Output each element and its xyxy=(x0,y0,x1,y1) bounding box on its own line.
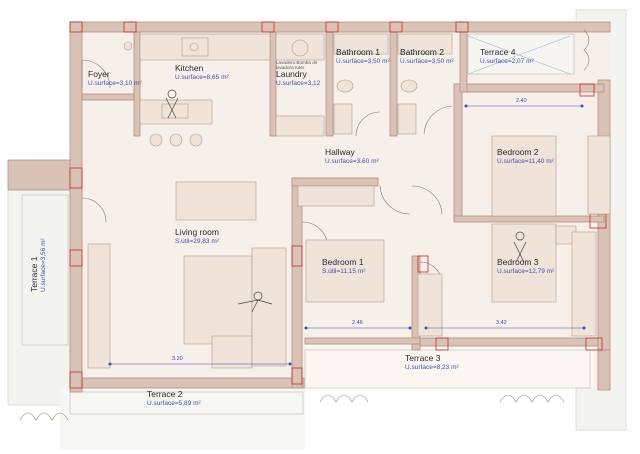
room-label-terrace2: Terrace 2 U.surface=5,89 m² xyxy=(147,389,201,407)
room-name: Foyer xyxy=(88,69,110,79)
room-area: U.surface=12,79 m² xyxy=(497,267,555,275)
room-name: Terrace 1 xyxy=(29,256,39,292)
room-area: U.surface=11,40 m² xyxy=(497,157,554,165)
room-name: Bedroom 1 xyxy=(322,257,364,267)
dimension-bedroom3: 3.42 xyxy=(496,320,507,326)
room-area: U.surface=3,12 xyxy=(276,79,321,87)
room-name: Bedroom 2 xyxy=(497,147,539,157)
room-name: Hallway xyxy=(325,147,355,157)
room-name: Bathroom 1 xyxy=(336,47,380,57)
dimension-bedroom1: 2.46 xyxy=(352,320,363,326)
room-area: U.surface=3,50 m² xyxy=(336,57,390,65)
room-label-terrace1: Terrace 1 U.surface=3,56 m² xyxy=(29,238,47,292)
room-label-laundry: Laundry U.surface=3,12 xyxy=(276,69,321,87)
room-area: U.surface=8,23 m² xyxy=(405,363,459,371)
room-area: S.útil=11,15 m² xyxy=(322,267,366,275)
room-label-terrace4: Terrace 4 U.surface=2,07 m² xyxy=(480,47,534,65)
room-name: Bedroom 3 xyxy=(497,257,539,267)
room-area: U.surface=2,07 m² xyxy=(480,57,534,65)
room-area: U.surface=8,65 m² xyxy=(175,73,229,81)
room-label-bedroom3: Bedroom 3 U.surface=12,79 m² xyxy=(497,257,555,275)
room-area: U.surface=3,10 m² xyxy=(88,79,142,87)
room-label-bedroom2: Bedroom 2 U.surface=11,40 m² xyxy=(497,147,554,165)
room-label-hallway: Hallway U.surface=3,60 m² xyxy=(325,147,379,165)
room-label-living: Living room S.útil=29,83 m² xyxy=(175,227,219,245)
room-label-bedroom1: Bedroom 1 S.útil=11,15 m² xyxy=(322,257,366,275)
room-name: Terrace 2 xyxy=(147,389,183,399)
room-area: U.surface=3,60 m² xyxy=(325,157,379,165)
dimension-bedroom2: 2.40 xyxy=(516,98,527,104)
room-label-bathroom1: Bathroom 1 U.surface=3,50 m² xyxy=(336,47,390,65)
room-name: Terrace 3 xyxy=(405,353,441,363)
room-label-bathroom2: Bathroom 2 U.surface=3,50 m² xyxy=(400,47,454,65)
room-label-foyer: Foyer U.surface=3,10 m² xyxy=(88,69,142,87)
room-name: Living room xyxy=(175,227,219,237)
room-name: Kitchen xyxy=(175,63,204,73)
room-area: U.surface=3,56 m² xyxy=(39,238,47,292)
room-area: S.útil=29,83 m² xyxy=(175,237,219,245)
room-name: Laundry xyxy=(276,69,307,79)
room-name: Bathroom 2 xyxy=(400,47,444,57)
dimension-living: 3.20 xyxy=(172,356,183,362)
room-label-terrace3: Terrace 3 U.surface=8,23 m² xyxy=(405,353,459,371)
room-area: U.surface=5,89 m² xyxy=(147,399,201,407)
room-label-kitchen: Kitchen U.surface=8,65 m² xyxy=(175,63,229,81)
room-area: U.surface=3,50 m² xyxy=(400,57,454,65)
room-name: Terrace 4 xyxy=(480,47,516,57)
